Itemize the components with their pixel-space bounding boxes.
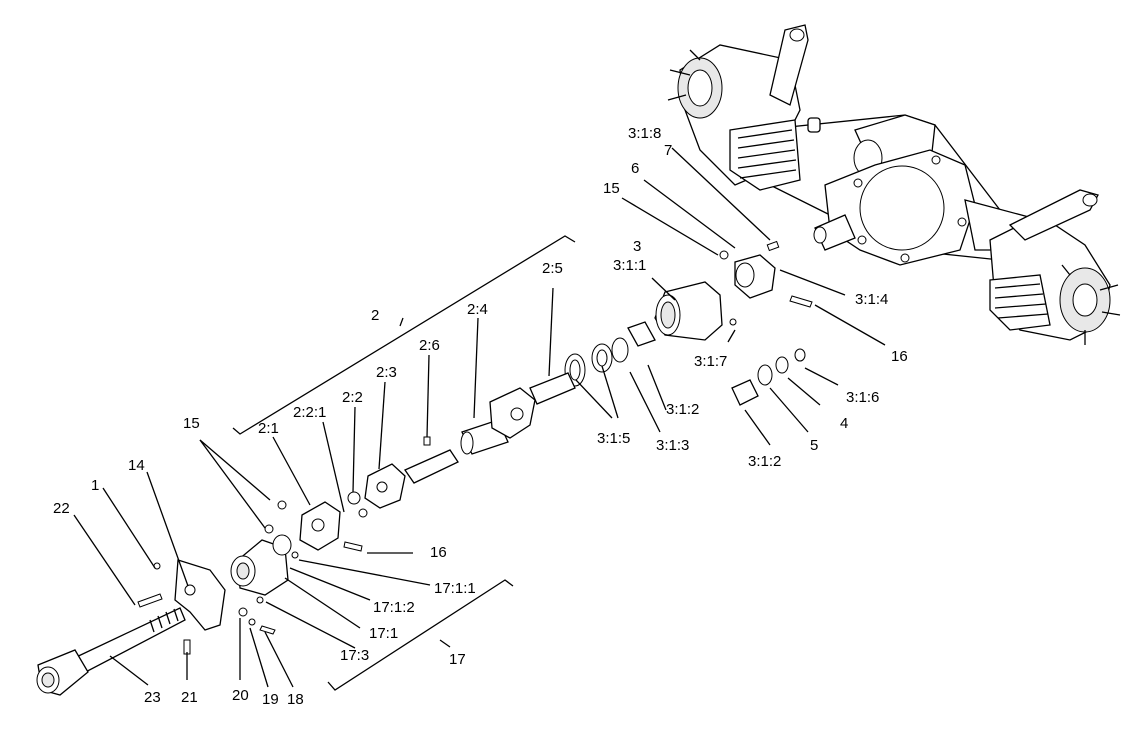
label-3-1-2-mid: 3:1:2 [666, 401, 699, 418]
label-2-5: 2:5 [542, 260, 563, 277]
label-20: 20 [232, 687, 249, 704]
label-23: 23 [144, 689, 161, 706]
support-bearing-group [230, 524, 299, 635]
label-16-left: 16 [430, 544, 447, 561]
label-17-3: 17:3 [340, 647, 369, 664]
label-15-top: 15 [603, 180, 620, 197]
label-3-1-5: 3:1:5 [597, 430, 630, 447]
drive-shaft-group [277, 372, 576, 552]
label-7: 7 [664, 142, 672, 159]
label-2: 2 [371, 307, 379, 324]
label-3-1-1: 3:1:1 [613, 257, 646, 274]
label-3-1-3: 3:1:3 [656, 437, 689, 454]
label-18: 18 [287, 691, 304, 708]
group-brackets [232, 235, 576, 691]
label-1: 1 [91, 477, 99, 494]
label-5: 5 [810, 437, 818, 454]
leader-lines [73, 147, 886, 688]
callout-labels: 3:1:8 7 6 15 3 3:1:1 3:1:4 16 3:1:7 3:1:… [53, 125, 908, 708]
front-axle-assembly [667, 24, 1121, 345]
label-15-left: 15 [183, 415, 200, 432]
bracket-and-splined-shaft [36, 559, 226, 696]
label-3-1-8: 3:1:8 [628, 125, 661, 142]
label-2-1: 2:1 [258, 420, 279, 437]
label-17-1: 17:1 [369, 625, 398, 642]
label-22: 22 [53, 500, 70, 517]
label-17: 17 [449, 651, 466, 668]
label-21: 21 [181, 689, 198, 706]
label-2-2-1: 2:2:1 [293, 404, 326, 421]
label-3-1-4: 3:1:4 [855, 291, 888, 308]
label-2-2: 2:2 [342, 389, 363, 406]
label-3-1-6: 3:1:6 [846, 389, 879, 406]
label-4: 4 [840, 415, 848, 432]
label-16-right: 16 [891, 348, 908, 365]
label-6: 6 [631, 160, 639, 177]
label-3-1-2-right: 3:1:2 [748, 453, 781, 470]
flange-coupling-group [564, 240, 813, 406]
label-2-6: 2:6 [419, 337, 440, 354]
label-19: 19 [262, 691, 279, 708]
label-17-1-2: 17:1:2 [373, 599, 415, 616]
label-2-3: 2:3 [376, 364, 397, 381]
label-3-1-7: 3:1:7 [694, 353, 727, 370]
label-17-1-1: 17:1:1 [434, 580, 476, 597]
label-3: 3 [633, 238, 641, 255]
label-2-4: 2:4 [467, 301, 488, 318]
label-14: 14 [128, 457, 145, 474]
